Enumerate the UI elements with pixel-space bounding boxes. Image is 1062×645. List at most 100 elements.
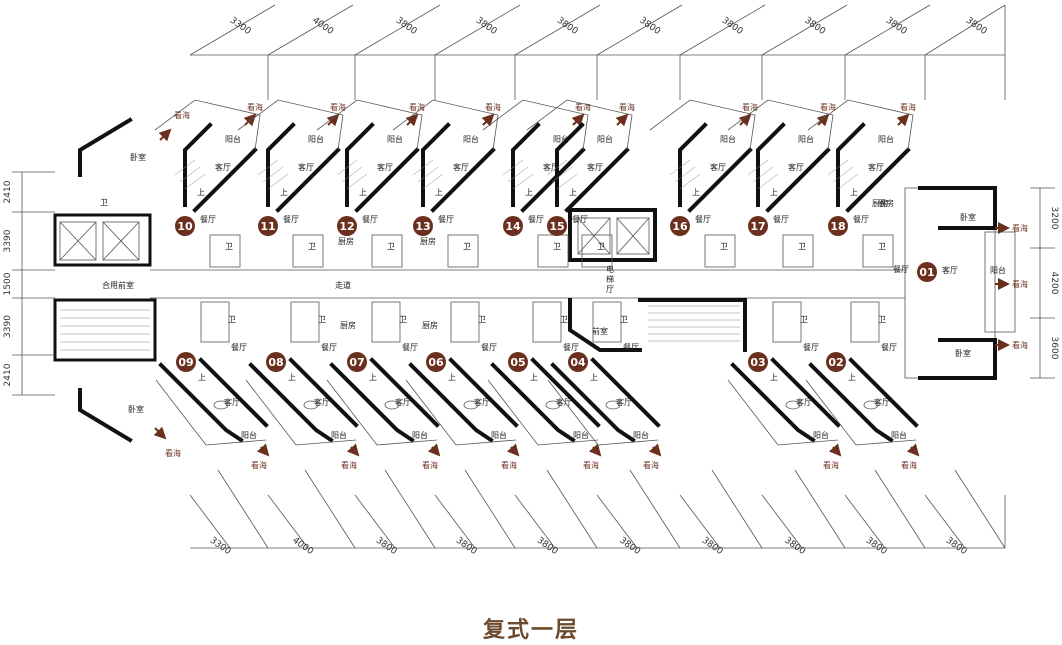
unit-badge-09[interactable]: 09	[176, 352, 196, 372]
west-bedroom-top-label: 卧室	[130, 152, 146, 162]
dining-label: 餐厅	[881, 343, 897, 352]
dining-label: 餐厅	[438, 215, 454, 224]
living-label: 客厅	[395, 397, 411, 407]
stair-up-label: 上	[359, 188, 367, 197]
balcony-label: 阳台	[412, 430, 428, 440]
svg-text:01: 01	[919, 266, 934, 279]
kitchen-label-top: 厨房	[420, 236, 436, 246]
bath-label: 卫	[720, 242, 728, 251]
balcony-label: 阳台	[878, 134, 894, 144]
sea-view-label: 看海	[575, 102, 591, 112]
right-dimension-label: 3600	[1049, 337, 1059, 360]
living-label: 客厅	[874, 397, 890, 407]
bottom-dimension-label: 3800	[454, 536, 479, 557]
living-label: 客厅	[474, 397, 490, 407]
balcony-label: 阳台	[491, 430, 507, 440]
living-label: 客厅	[788, 162, 804, 172]
bath-label: 卫	[225, 242, 233, 251]
unit-badge-01[interactable]: 01	[917, 262, 937, 282]
unit-01-living-label: 客厅	[942, 265, 958, 275]
unit-badge-16[interactable]: 16	[670, 216, 690, 236]
svg-text:02: 02	[828, 356, 843, 369]
unit-badge-10[interactable]: 10	[175, 216, 195, 236]
left-dimension-label: 1500	[3, 272, 13, 295]
unit-01-dining-label: 餐厅	[893, 265, 909, 274]
unit-badge-03[interactable]: 03	[748, 352, 768, 372]
dining-label: 餐厅	[481, 343, 497, 352]
floor-title: 复式一层	[482, 617, 579, 643]
stair-up-label: 上	[569, 188, 577, 197]
west-sea-view-labels: 看海 看海	[153, 110, 190, 458]
dining-label: 餐厅	[283, 215, 299, 224]
balcony-label: 阳台	[720, 134, 736, 144]
sea-view-label: 看海	[341, 460, 357, 470]
top-dimension-label: 3800	[394, 16, 419, 37]
bath-label: 卫	[597, 242, 605, 251]
unit-badge-04[interactable]: 04	[568, 352, 588, 372]
sea-view-label: 看海	[742, 102, 758, 112]
kitchen-label-bottom: 厨房	[340, 320, 356, 330]
bottom-dimension-label: 3300	[208, 536, 233, 557]
bath-label: 卫	[878, 315, 886, 324]
elevator-hall-label-1: 电	[606, 264, 614, 274]
dining-label: 餐厅	[572, 215, 588, 224]
bath-label: 卫	[553, 242, 561, 251]
dining-label: 餐厅	[362, 215, 378, 224]
unit-badge-12[interactable]: 12	[337, 216, 357, 236]
unit-badge-08[interactable]: 08	[266, 352, 286, 372]
west-bath-top-label: 卫	[100, 198, 108, 207]
sea-view-label: 看海	[619, 102, 635, 112]
living-label: 客厅	[868, 162, 884, 172]
south-units: 卫餐厅客厅阳台上看海09卫餐厅客厅阳台上看海08卫餐厅客厅阳台上看海07卫餐厅客…	[155, 301, 920, 470]
left-dimension-label: 2410	[3, 363, 13, 386]
unit-badge-17[interactable]: 17	[748, 216, 768, 236]
sea-view-label: 看海	[485, 102, 501, 112]
balcony-label: 阳台	[225, 134, 241, 144]
bath-label: 卫	[387, 242, 395, 251]
unit-badge-06[interactable]: 06	[426, 352, 446, 372]
unit-badge-02[interactable]: 02	[826, 352, 846, 372]
right-dimension-label: 4200	[1049, 272, 1059, 295]
unit-badge-13[interactable]: 13	[413, 216, 433, 236]
west-bedroom-bottom-label: 卧室	[128, 404, 144, 414]
unit-badge-18[interactable]: 18	[828, 216, 848, 236]
unit-badge-14[interactable]: 14	[503, 216, 523, 236]
top-dimension-label: 3800	[964, 16, 989, 37]
dining-label: 餐厅	[695, 215, 711, 224]
balcony-label: 阳台	[553, 134, 569, 144]
bath-label: 卫	[620, 315, 628, 324]
bath-label: 卫	[399, 315, 407, 324]
sea-view-label: 看海	[823, 460, 839, 470]
unit-badge-05[interactable]: 05	[508, 352, 528, 372]
sea-view-label: 看海	[901, 460, 917, 470]
stair-up-label: 上	[197, 188, 205, 197]
sea-view-label: 看海	[247, 102, 263, 112]
living-label: 客厅	[377, 162, 393, 172]
living-label: 客厅	[453, 162, 469, 172]
bath-label: 卫	[560, 315, 568, 324]
unit-badge-07[interactable]: 07	[347, 352, 367, 372]
living-label: 客厅	[556, 397, 572, 407]
bath-label: 卫	[228, 315, 236, 324]
unit-badge-15[interactable]: 15	[547, 216, 567, 236]
svg-text:04: 04	[570, 356, 586, 369]
unit-badge-11[interactable]: 11	[258, 216, 278, 236]
balcony-label: 阳台	[241, 430, 257, 440]
balcony-label: 阳台	[891, 430, 907, 440]
bottom-dimension-label: 3800	[374, 536, 399, 557]
dining-label: 餐厅	[200, 215, 216, 224]
bath-label: 卫	[878, 242, 886, 251]
living-label: 客厅	[314, 397, 330, 407]
svg-text:18: 18	[830, 220, 845, 233]
stair-up-label: 上	[369, 373, 377, 382]
